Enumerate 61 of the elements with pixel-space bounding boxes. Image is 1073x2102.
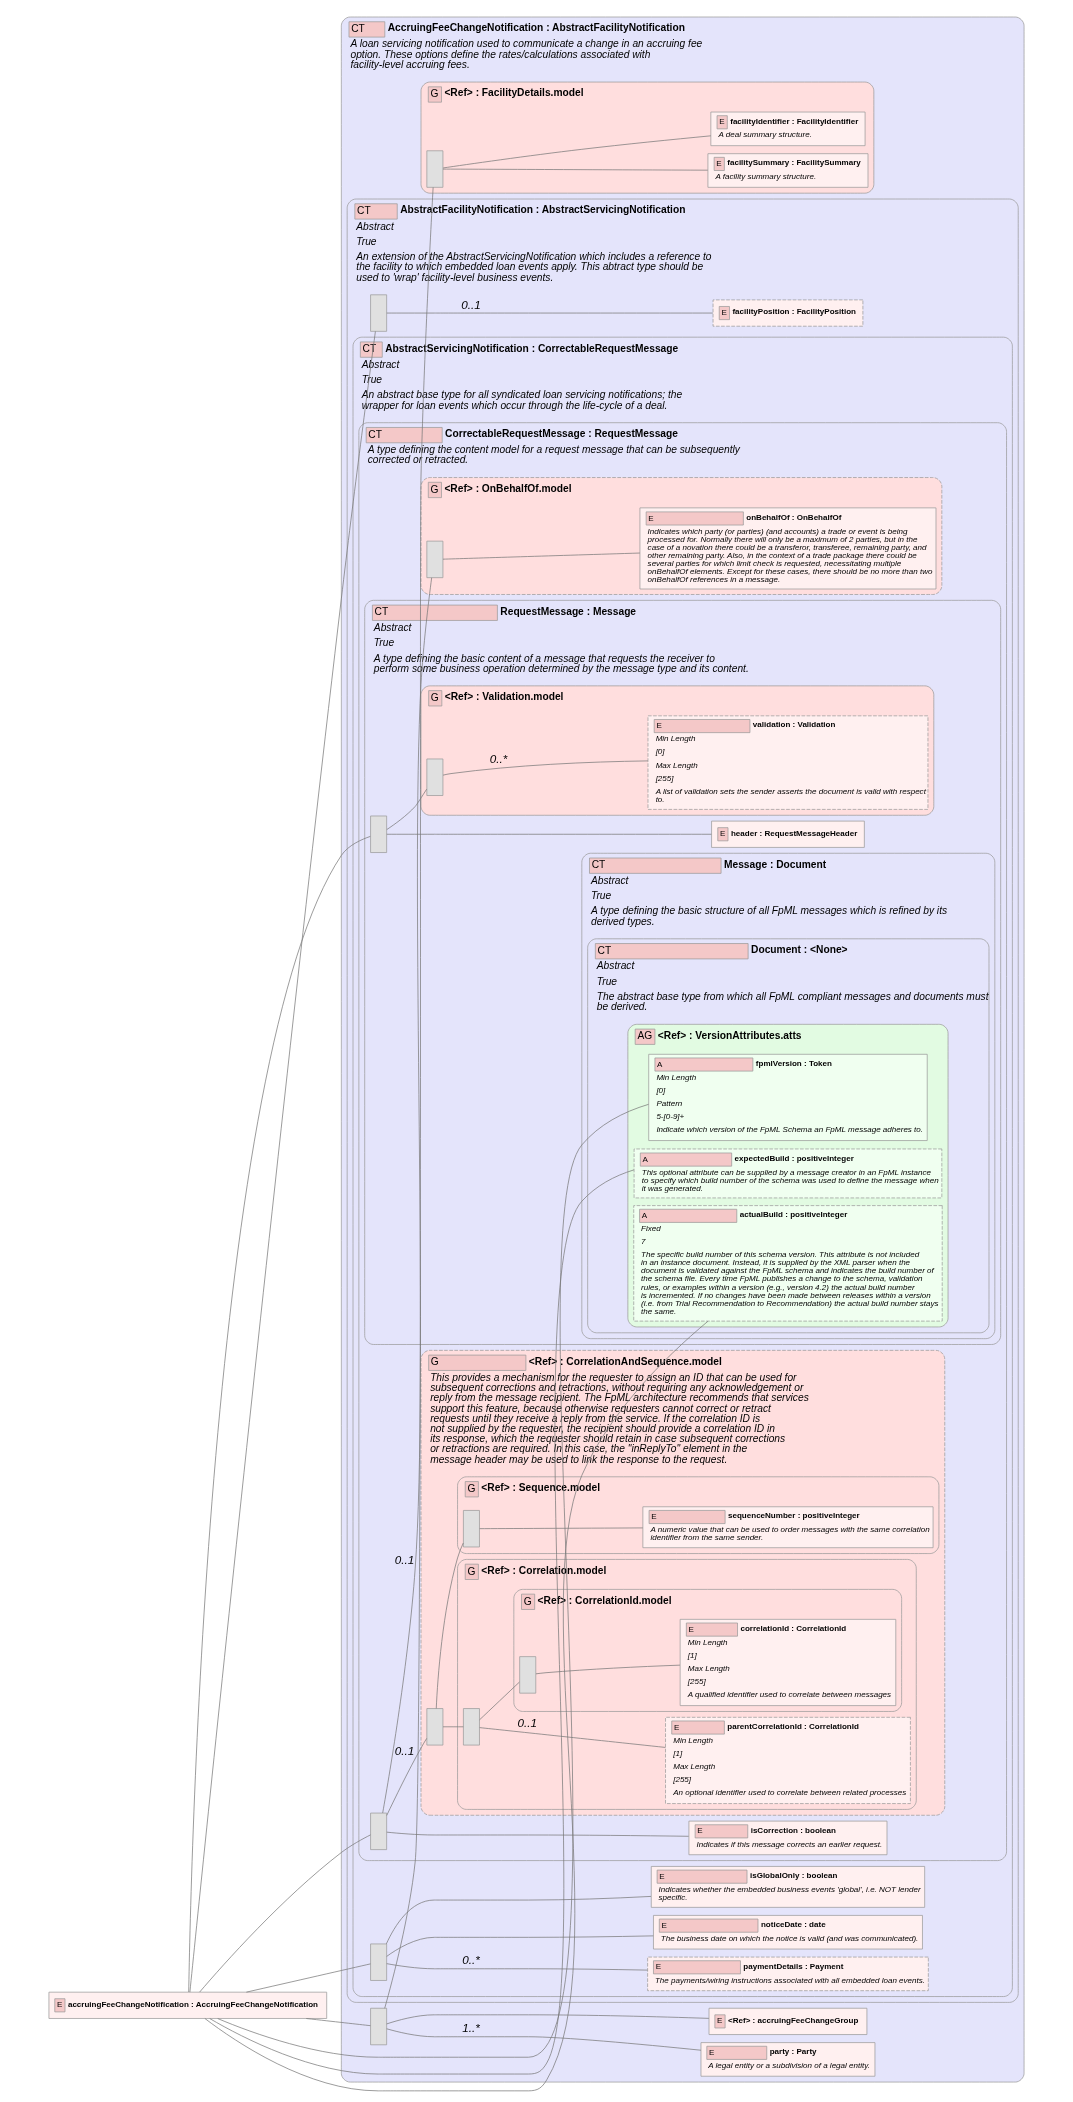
connector [386, 833, 712, 835]
node-box [370, 1943, 387, 1981]
edge-label: 0..1 [394, 1744, 415, 1758]
node-box [426, 1708, 444, 1746]
connector [386, 1935, 654, 1957]
node-box: E <Ref> : accruingFeeChangeGroup [708, 2007, 868, 2035]
connector [479, 1681, 520, 1721]
node-box: E facilityPosition : FacilityPosition [712, 299, 864, 327]
connector [188, 836, 371, 1993]
connector [386, 1831, 689, 1837]
edge-label: 0..1 [394, 1553, 415, 1567]
node-box: E header : RequestMessageHeader [711, 820, 865, 848]
connector [386, 1963, 648, 1971]
node-box: E facilityIdentifier : FacilityIdentifier A deal summary structure. [710, 111, 866, 147]
connector [199, 1834, 371, 1993]
connector [479, 1527, 644, 1530]
node-box: E onBehalfOf : OnBehalfOf Indicates which party (or parties) (and accounts) a trade or event is being processed for. Normally there will only be a maximum of 2 parties, but in the case of a novation there could be a transferor, transferee, remaining party, and other remaining party. Also, in the context of a trade package there could be several parties for which limit check is requested, necessitating multiple onBehalfOf elements. Except for these cases, there should be no more than two onBehalfOf references in a message. [639, 507, 937, 590]
node-box [370, 294, 387, 332]
connector [442, 135, 712, 169]
node-box [370, 815, 387, 853]
edge-label: 0..1 [461, 297, 481, 311]
node-box: E accruingFeeChangeNotification : AccruingFeeChangeNotification [48, 1991, 328, 2019]
connector [386, 312, 714, 314]
edge-label: 0..1 [517, 1716, 537, 1730]
node-box: E paymentDetails : Payment The payments/wiring instructions associated with all embedded loan events. [647, 1956, 929, 1992]
edge-label: 1..* [462, 2021, 480, 2035]
edge-label: 0..* [462, 1953, 480, 1967]
node-box [370, 2007, 387, 2046]
edge-label: 0..* [489, 752, 508, 766]
connector [386, 1896, 652, 1945]
connector [435, 1542, 464, 1709]
node-box: A expectedBuild : positiveInteger This optional attribute can be supplied by a message creator in an FpML instance to specify which build number of the schema was used to define the message when it was generated. [633, 1148, 943, 1199]
connector [382, 577, 432, 1814]
connector [246, 1963, 371, 1993]
node-box [519, 1656, 537, 1694]
connector [305, 2018, 371, 2027]
node-box: A fpmlVersion : Token Min Length [0] Pattern 5-[0-9]+ Indicate which version of the FpML Schema an FpML message adheres to. [648, 1053, 928, 1141]
node-box: E parentCorrelationId : CorrelationId Min Length [1] Max Length [255] An optional identifier used to correlate between related processes [665, 1716, 911, 1804]
node-box [426, 540, 444, 579]
node-box [463, 1708, 480, 1746]
connector [386, 1738, 428, 1816]
node-box: E validation : Validation Min Length [0] Max Length [255] A list of validation sets the sender asserts the document is valid with respect to. [647, 715, 929, 810]
connector [384, 187, 434, 2009]
connector [386, 2028, 702, 2051]
node-box: E facilitySummary : FacilitySummary A facility summary structure. [707, 153, 869, 188]
connector [442, 1726, 464, 1728]
node-box [370, 1812, 387, 1850]
connector [479, 1727, 666, 1748]
connector [442, 760, 649, 776]
connector [386, 2014, 710, 2025]
node-box [426, 758, 444, 796]
node-box [463, 1510, 480, 1548]
node-box: E sequenceNumber : positiveInteger A numeric value that can be used to order messages with the same correlation identifier from the same sender. [642, 1506, 934, 1549]
connector [442, 168, 709, 171]
node-box [426, 150, 444, 188]
connector [204, 1320, 709, 2092]
connector [442, 552, 641, 560]
connector [386, 788, 428, 830]
connector [189, 331, 376, 1993]
connector [535, 1664, 681, 1675]
node-box: E isCorrection : boolean Indicates if this message corrects an earlier request. [688, 1820, 888, 1856]
